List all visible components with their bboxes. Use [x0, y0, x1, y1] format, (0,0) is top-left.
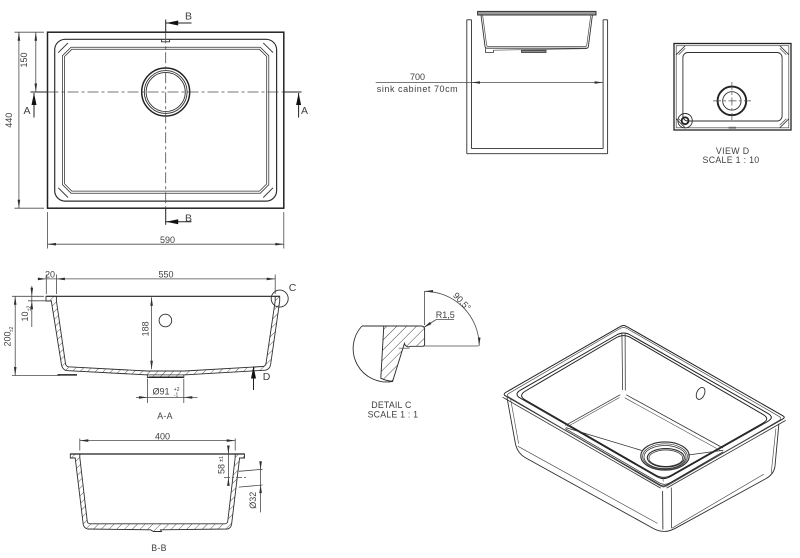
svg-text:10: 10 [20, 311, 30, 321]
svg-text:-1: -1 [174, 392, 179, 398]
svg-text:+2: +2 [174, 387, 180, 393]
svg-text:590: 590 [160, 235, 175, 245]
svg-text:A: A [301, 105, 308, 117]
svg-text:SCALE 1 : 1: SCALE 1 : 1 [368, 409, 419, 419]
svg-text:B: B [185, 11, 192, 23]
svg-text:58: 58 [217, 464, 227, 474]
svg-text:±1: ±1 [219, 456, 225, 462]
svg-text:188: 188 [140, 321, 150, 336]
svg-text:200: 200 [3, 331, 13, 346]
svg-text:A: A [23, 105, 30, 117]
svg-text:SCALE 1 : 10: SCALE 1 : 10 [703, 155, 760, 165]
svg-text:400: 400 [155, 432, 170, 442]
svg-text:B: B [185, 213, 192, 225]
svg-text:440: 440 [4, 113, 14, 128]
svg-text:R1,5: R1,5 [436, 310, 455, 320]
svg-text:Ø32: Ø32 [248, 492, 258, 509]
svg-text:C: C [289, 282, 297, 294]
svg-text:A-A: A-A [157, 411, 173, 421]
svg-text:550: 550 [158, 269, 173, 279]
svg-text:150: 150 [19, 52, 29, 67]
svg-text:D: D [263, 371, 271, 383]
svg-text:±2: ±2 [9, 326, 15, 332]
svg-text:Ø91: Ø91 [152, 387, 169, 397]
svg-text:sink cabinet 70cm: sink cabinet 70cm [377, 84, 458, 94]
svg-text:±2: ±2 [26, 306, 32, 312]
svg-text:B-B: B-B [151, 543, 167, 553]
svg-text:VIEW D: VIEW D [716, 146, 750, 156]
svg-text:20: 20 [45, 269, 55, 279]
svg-text:DETAIL C: DETAIL C [371, 400, 412, 410]
svg-text:700: 700 [410, 72, 425, 82]
